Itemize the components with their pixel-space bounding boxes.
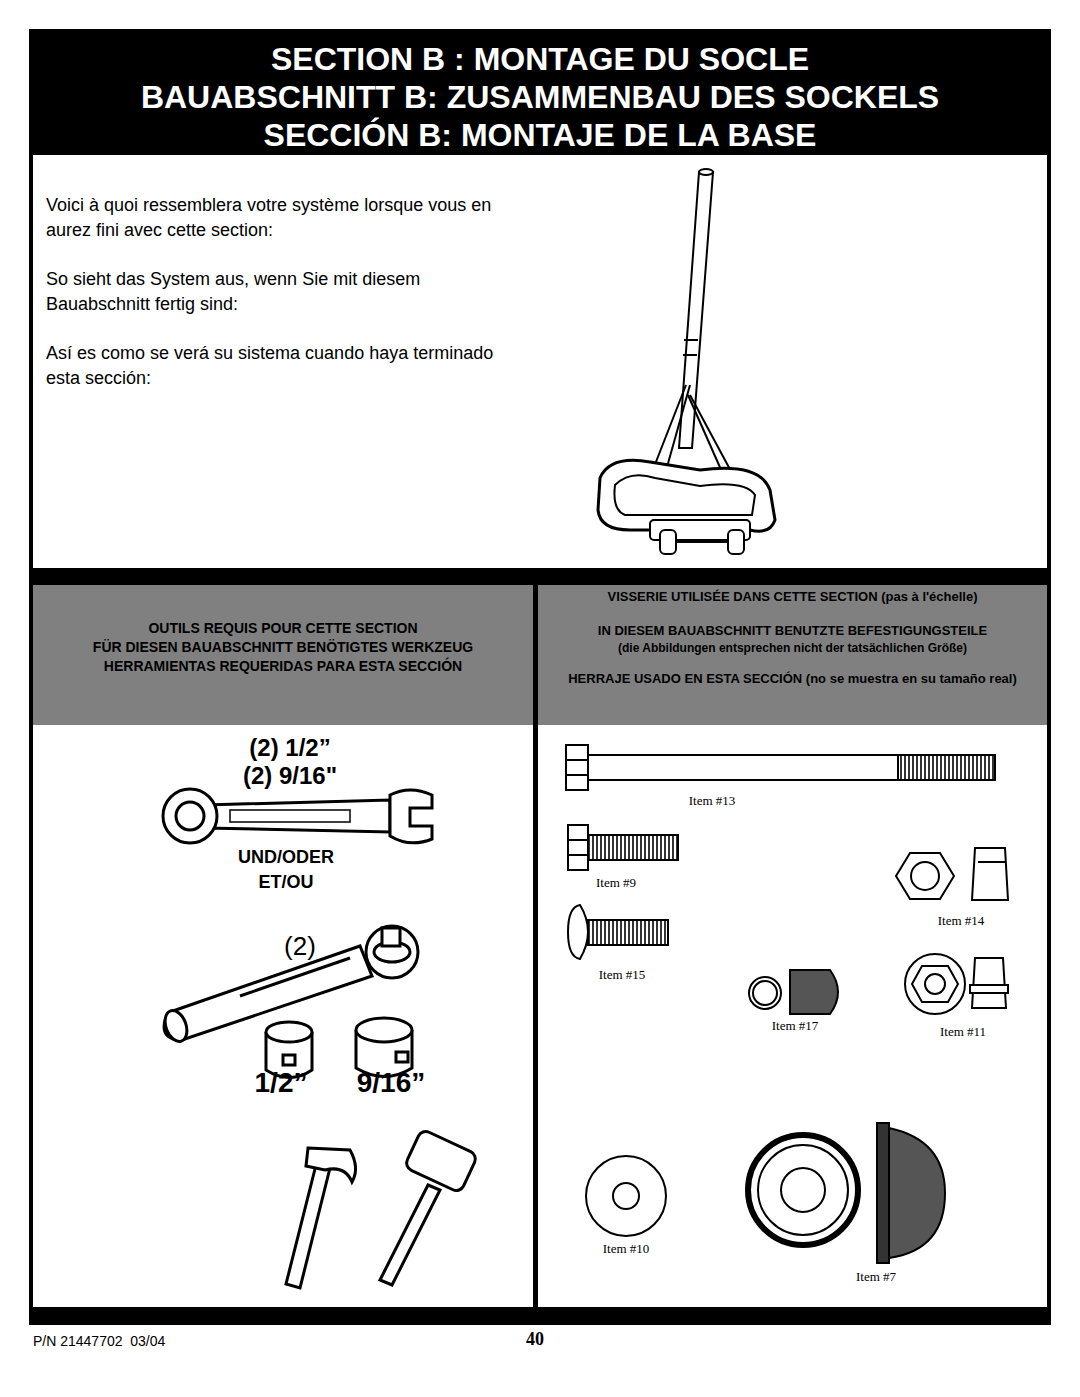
conjunction: UND/ODER [238, 848, 334, 868]
basketball-system [598, 169, 775, 554]
tool-qty: (2) [284, 932, 316, 961]
tools-header: OUTILS REQUIS POUR CETTE SECTIONFÜR DIES… [33, 585, 533, 725]
conjunction: ET/OU [258, 873, 313, 893]
node-text: (die Abbildungen entsprechen nicht der t… [544, 640, 1041, 656]
socket-size: 9/16” [357, 1068, 426, 1099]
item-number: Item #10 [603, 1242, 650, 1256]
item-number: Item #7 [856, 1270, 896, 1284]
node-text: Así es como se verá su sistema cuando ha… [46, 341, 516, 391]
tool-qty: (2) 9/16" [243, 763, 337, 789]
node-text: VISSERIE UTILISÉE DANS CETTE SECTION (pa… [544, 588, 1041, 606]
node-text: HERRAMIENTAS REQUERIDAS PARA ESTA SECCIÓ… [39, 657, 527, 676]
page-number: 40 [526, 1330, 544, 1350]
part-number: P/N 21447702 03/04 [33, 1334, 165, 1349]
item-number: Item #17 [772, 1019, 819, 1033]
item-number: Item #15 [599, 968, 646, 982]
hardware-header: VISSERIE UTILISÉE DANS CETTE SECTION (pa… [538, 585, 1047, 725]
node-text: FÜR DIESEN BAUABSCHNITT BENÖTIGTES WERKZ… [39, 638, 527, 657]
node-text: So sieht das System aus, wenn Sie mit di… [46, 267, 516, 317]
node-text: OUTILS REQUIS POUR CETTE SECTION [39, 619, 527, 638]
hardware [566, 745, 1008, 1263]
node-text: BAUABSCHNITT B: ZUSAMMENBAU DES SOCKELS [40, 78, 1040, 116]
item-number: Item #13 [689, 794, 736, 808]
node-text: SECTION B : MONTAGE DU SOCLE [40, 40, 1040, 78]
node-text: HERRAJE USADO EN ESTA SECCIÓN (no se mue… [544, 670, 1041, 688]
item-number: Item #9 [596, 876, 636, 890]
hammer [286, 1148, 356, 1288]
node-text: SECCIÓN B: MONTAJE DE LA BASE [40, 116, 1040, 154]
socket-size: 1/2” [255, 1068, 308, 1099]
ratchet [161, 926, 418, 1044]
wrench [163, 789, 432, 843]
node-text: IN DIESEM BAUABSCHNITT BENUTZTE BEFESTIG… [544, 622, 1041, 640]
tool-qty: (2) 1/2” [249, 735, 330, 761]
header-band: SECTION B : MONTAGE DU SOCLEBAUABSCHNITT… [30, 30, 1050, 155]
item-number: Item #11 [940, 1025, 986, 1039]
frame [31, 31, 1049, 1323]
bottom-bar [30, 1307, 1050, 1325]
node-text: Voici à quoi ressemblera votre système l… [46, 193, 516, 243]
mallet [380, 1129, 478, 1285]
item-number: Item #14 [938, 914, 985, 928]
divider-bar [30, 568, 1050, 585]
intro-panel: Voici à quoi ressemblera votre système l… [30, 155, 550, 568]
